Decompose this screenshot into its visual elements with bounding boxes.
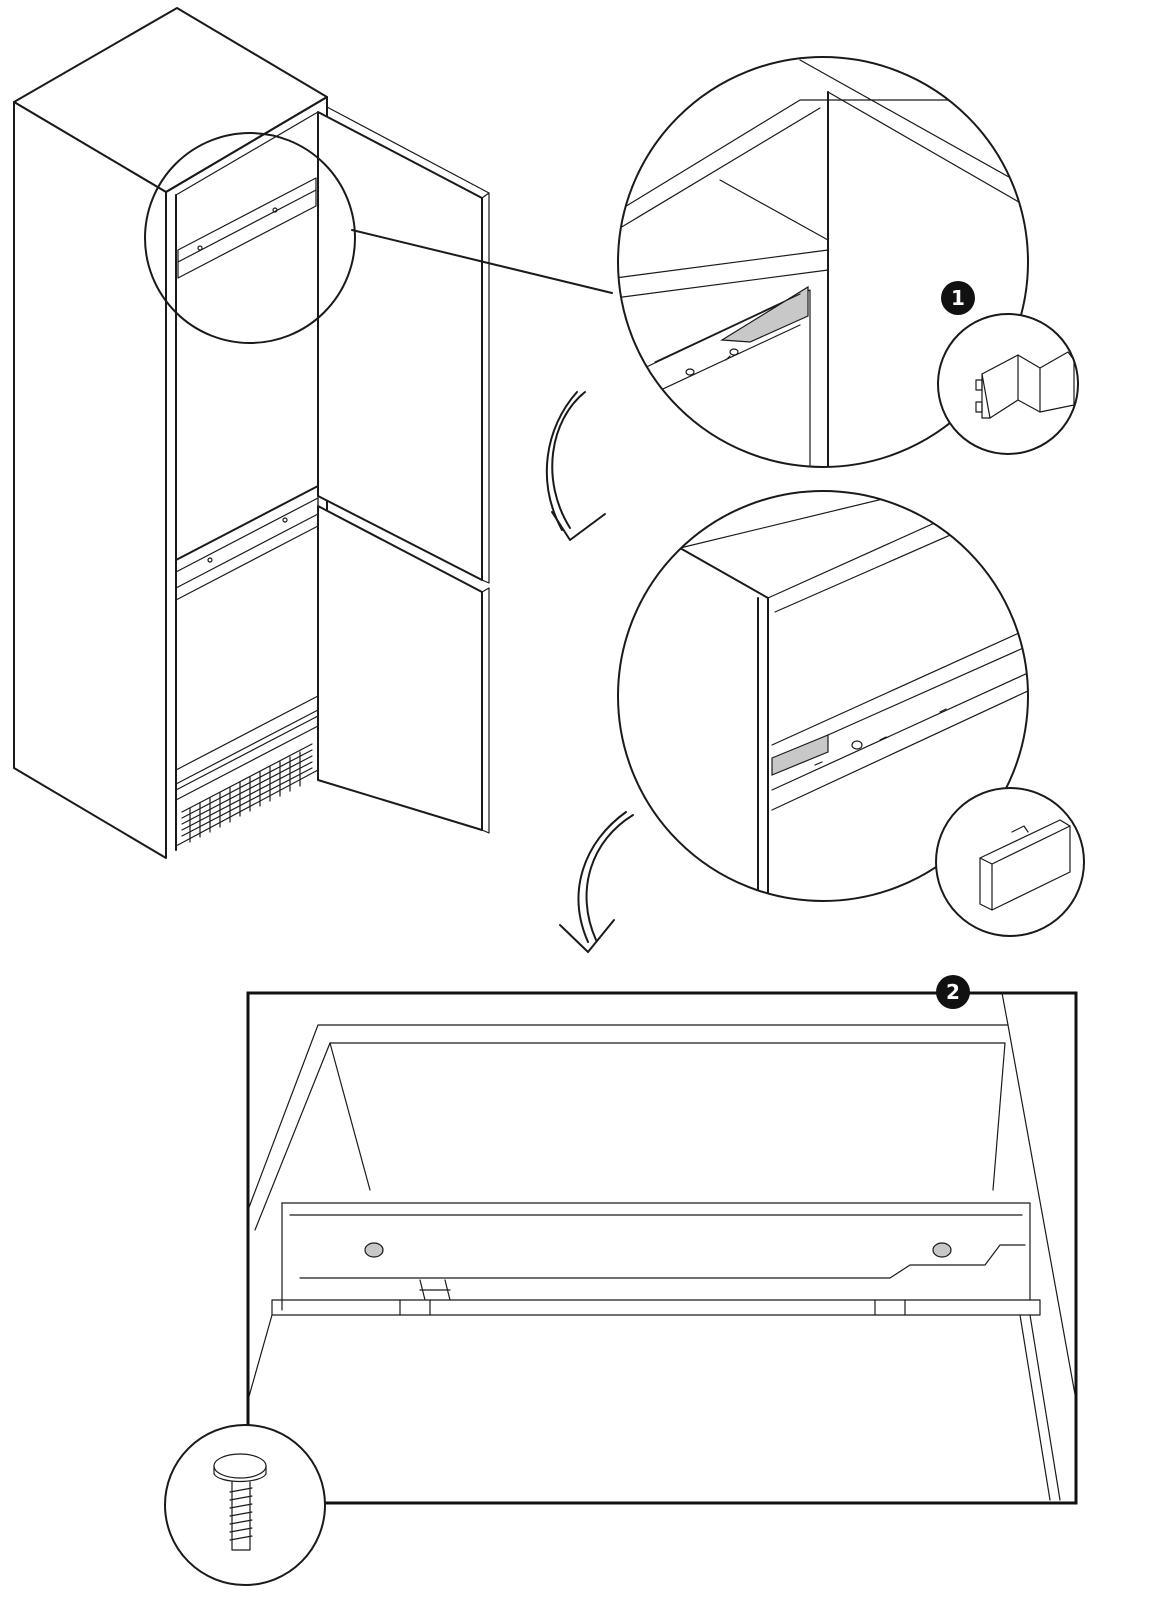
magnified-view-cap (617, 490, 1029, 902)
clip-icon (975, 351, 1075, 419)
step-number-2: 2 (946, 980, 960, 1004)
screw-part-callout (164, 1424, 326, 1586)
curved-arrow-icon (545, 391, 606, 541)
detail-callout-circle (144, 132, 356, 344)
screw-icon (213, 1453, 267, 1551)
magnified-view-top-rail (617, 56, 1029, 468)
step-2-detail-box (246, 991, 1078, 1505)
screw-hole-right (932, 1242, 952, 1258)
vent-grille (181, 743, 313, 843)
step-badge-1: 1 (941, 281, 975, 315)
clip-part-callout (937, 313, 1079, 455)
curved-arrow-icon (559, 811, 634, 953)
cabinet (13, 7, 490, 859)
screw-hole-left (364, 1242, 384, 1258)
cap-icon (979, 819, 1071, 911)
callout-connector-line (351, 229, 613, 294)
step-badge-2: 2 (936, 975, 970, 1009)
step-number-1: 1 (951, 286, 965, 310)
cap-part-callout (935, 787, 1085, 937)
